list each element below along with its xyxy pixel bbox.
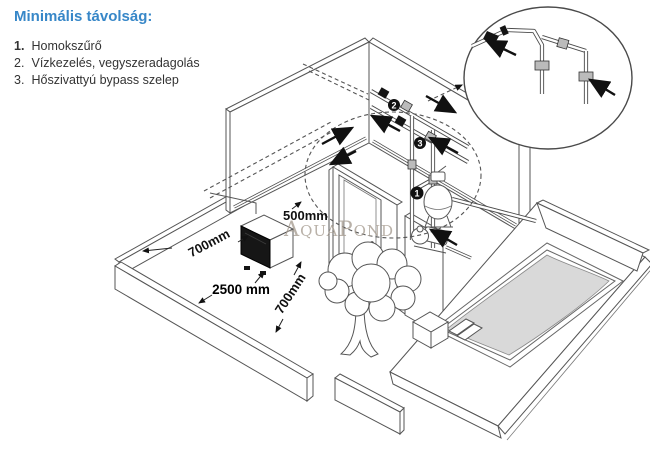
- legend-num: 1.: [14, 39, 25, 53]
- multiport-valve: [430, 171, 446, 182]
- legend-item-bypass-valve: 3. Hőszivattyú bypass szelep: [14, 72, 200, 89]
- legend-label: Hőszivattyú bypass szelep: [31, 73, 179, 87]
- legend-label: Homokszűrő: [31, 39, 102, 53]
- pool-water: [446, 254, 610, 356]
- badge-water-treatment: 2: [388, 99, 400, 111]
- pool-steps: [448, 318, 475, 336]
- pool-deck: [389, 199, 650, 441]
- detail-magnifier-circle: [463, 6, 633, 150]
- badge-sand-filter: 1: [410, 186, 424, 200]
- sand-filter: [423, 165, 453, 228]
- refrigerant-lines: [203, 63, 372, 214]
- dim-right: 700mm: [272, 271, 309, 317]
- flow-arrows: [291, 94, 459, 248]
- badge-bypass-valve: 3: [414, 137, 426, 149]
- dim-back-wall: 500mm: [283, 208, 328, 223]
- dim-front: 2500 mm: [212, 282, 270, 297]
- detail-callout: [304, 84, 482, 239]
- patio-curb-walls: [114, 188, 405, 436]
- legend-num: 3.: [14, 73, 25, 87]
- legend-list: 1. Homokszűrő 2. Vízkezelés, vegyszerada…: [14, 38, 200, 89]
- svg-text:2: 2: [391, 101, 396, 111]
- valve-fitting: [377, 87, 390, 99]
- pump-basket-lid: [416, 225, 424, 233]
- legend-num: 2.: [14, 56, 25, 70]
- wall-clearance-arrow: [291, 201, 302, 210]
- heat-pump-unit: [239, 214, 295, 275]
- page-title: Minimális távolság:: [14, 8, 153, 25]
- legend-label: Vízkezelés, vegyszeradagolás: [31, 56, 200, 70]
- legend-item-water-treatment: 2. Vízkezelés, vegyszeradagolás: [14, 55, 200, 72]
- svg-text:3: 3: [417, 139, 422, 149]
- tree: [318, 241, 422, 358]
- legend-item-sand-filter: 1. Homokszűrő: [14, 38, 200, 55]
- svg-text:1: 1: [414, 189, 419, 199]
